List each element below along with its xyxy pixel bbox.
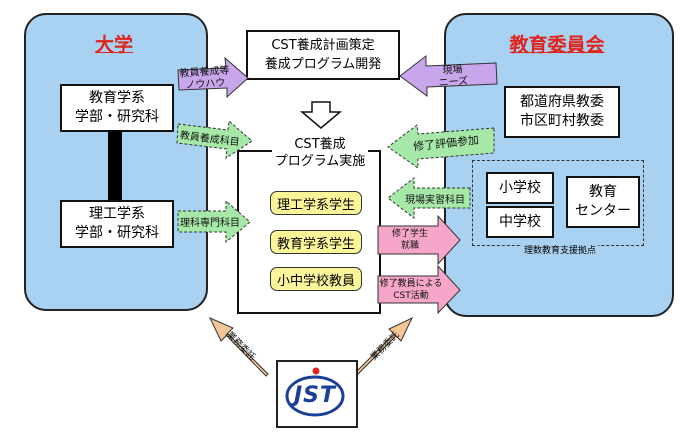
needs-arrow bbox=[399, 54, 498, 97]
jst-logo-ring bbox=[285, 375, 345, 417]
prefectural-board: 都道府県教委 bbox=[520, 94, 604, 110]
teacher-training-arrow bbox=[176, 119, 253, 159]
jst-logo-text: JST bbox=[293, 383, 337, 408]
elementary-school-box: 小学校 bbox=[486, 172, 554, 204]
board-of-education-title: 教育委員会 bbox=[509, 34, 605, 56]
university-title: 大学 bbox=[94, 34, 133, 56]
education-center-line1: 教育 bbox=[589, 184, 617, 200]
science-students-item: 理工学系学生 bbox=[270, 191, 362, 215]
science-faculty-box: 理工学系 学部・研究科 bbox=[60, 200, 174, 248]
school-teachers-item: 小中学校教員 bbox=[270, 267, 362, 291]
cst-planning-line1: CST養成計画策定 bbox=[271, 38, 375, 53]
science-faculty-line1: 理工学系 bbox=[89, 206, 145, 222]
graduate-employment-arrow bbox=[377, 214, 461, 266]
graduate-employment-line2: 就職 bbox=[400, 241, 419, 251]
support-hub-label: 理数教育支援拠点 bbox=[522, 243, 599, 256]
teacher-activity-line2: CST活動 bbox=[393, 291, 429, 301]
municipal-board: 市区町村教委 bbox=[520, 113, 604, 129]
education-center-line2: センター bbox=[575, 203, 631, 219]
elementary-school-label: 小学校 bbox=[499, 179, 541, 196]
program-implementation-title: CST養成 プログラム実施 bbox=[272, 136, 368, 170]
education-faculty-box: 教育学系 学部・研究科 bbox=[60, 84, 174, 132]
program-implementation-title-line2: プログラム実施 bbox=[274, 154, 366, 169]
faculty-connector bbox=[108, 130, 122, 200]
teacher-activity-line1: 修了教員による bbox=[379, 279, 443, 289]
cst-planning-line2: 養成プログラム開発 bbox=[264, 57, 382, 72]
education-faculty-line1: 教育学系 bbox=[89, 90, 145, 106]
field-practice-label: 現場実習科目 bbox=[405, 194, 465, 206]
evaluation-arrow bbox=[387, 124, 495, 169]
education-boards-box: 都道府県教委 市区町村教委 bbox=[504, 86, 620, 138]
cst-planning-box: CST養成計画策定 養成プログラム開発 bbox=[246, 30, 400, 80]
jst-logo-red-dot bbox=[312, 367, 320, 375]
commission-right-arrow bbox=[353, 316, 414, 377]
junior-high-school-label: 中学校 bbox=[499, 213, 541, 230]
graduate-employment-label: 修了学生 就職 bbox=[380, 226, 440, 254]
hollow-down-arrow bbox=[299, 101, 343, 129]
education-faculty-line2: 学部・研究科 bbox=[75, 109, 159, 125]
know-how-arrow bbox=[177, 56, 249, 99]
graduate-employment-line1: 修了学生 bbox=[391, 229, 428, 239]
teacher-activity-label: 修了教員による CST活動 bbox=[378, 276, 444, 304]
science-subjects-arrow bbox=[177, 199, 251, 244]
teacher-activity-arrow bbox=[377, 264, 461, 315]
education-students-item: 教育学系学生 bbox=[270, 230, 362, 254]
program-implementation-title-line1: CST養成 bbox=[294, 137, 346, 152]
education-center-box: 教育 センター bbox=[566, 176, 640, 228]
science-faculty-line2: 学部・研究科 bbox=[75, 225, 159, 241]
field-practice-arrow bbox=[387, 176, 471, 220]
commission-left-arrow bbox=[208, 317, 269, 377]
science-subjects-label: 理科専門科目 bbox=[180, 217, 240, 229]
junior-high-school-box: 中学校 bbox=[486, 206, 554, 238]
